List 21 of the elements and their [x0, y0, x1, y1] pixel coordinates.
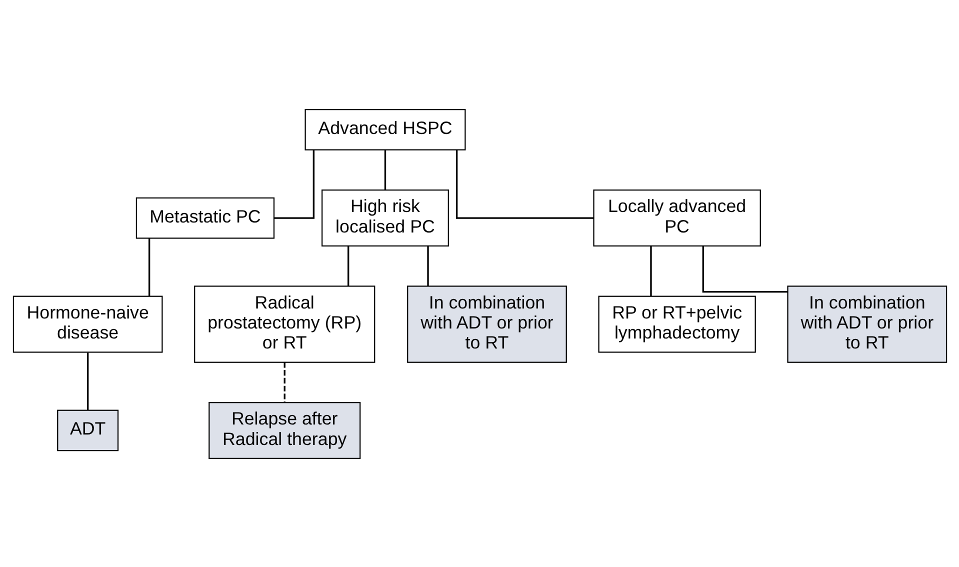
- node-box: In combination with ADT or prior to RT: [786, 285, 947, 362]
- connector: [702, 246, 788, 292]
- node-box: Relapse after Radical therapy: [208, 401, 360, 458]
- connector: [650, 246, 652, 296]
- node-box: Metastatic PC: [135, 196, 274, 238]
- node-box: Radical prostatectomy (RP) or RT: [194, 285, 375, 362]
- node-box: ADT: [56, 409, 118, 451]
- connector: [283, 362, 285, 402]
- connector: [426, 246, 428, 286]
- node-box: Locally advanced PC: [592, 189, 760, 246]
- connector: [148, 238, 150, 296]
- connector: [347, 246, 349, 286]
- node-box: In combination with ADT or prior to RT: [406, 285, 566, 362]
- connector: [86, 352, 88, 410]
- connector: [274, 150, 314, 218]
- node-box: Hormone-naive disease: [12, 295, 162, 352]
- connector: [455, 150, 593, 218]
- connector: [384, 150, 386, 190]
- node-box: RP or RT+pelvic lymphadectomy: [598, 295, 756, 352]
- node-box: Advanced HSPC: [304, 108, 466, 150]
- node-box: High risk localised PC: [321, 189, 448, 246]
